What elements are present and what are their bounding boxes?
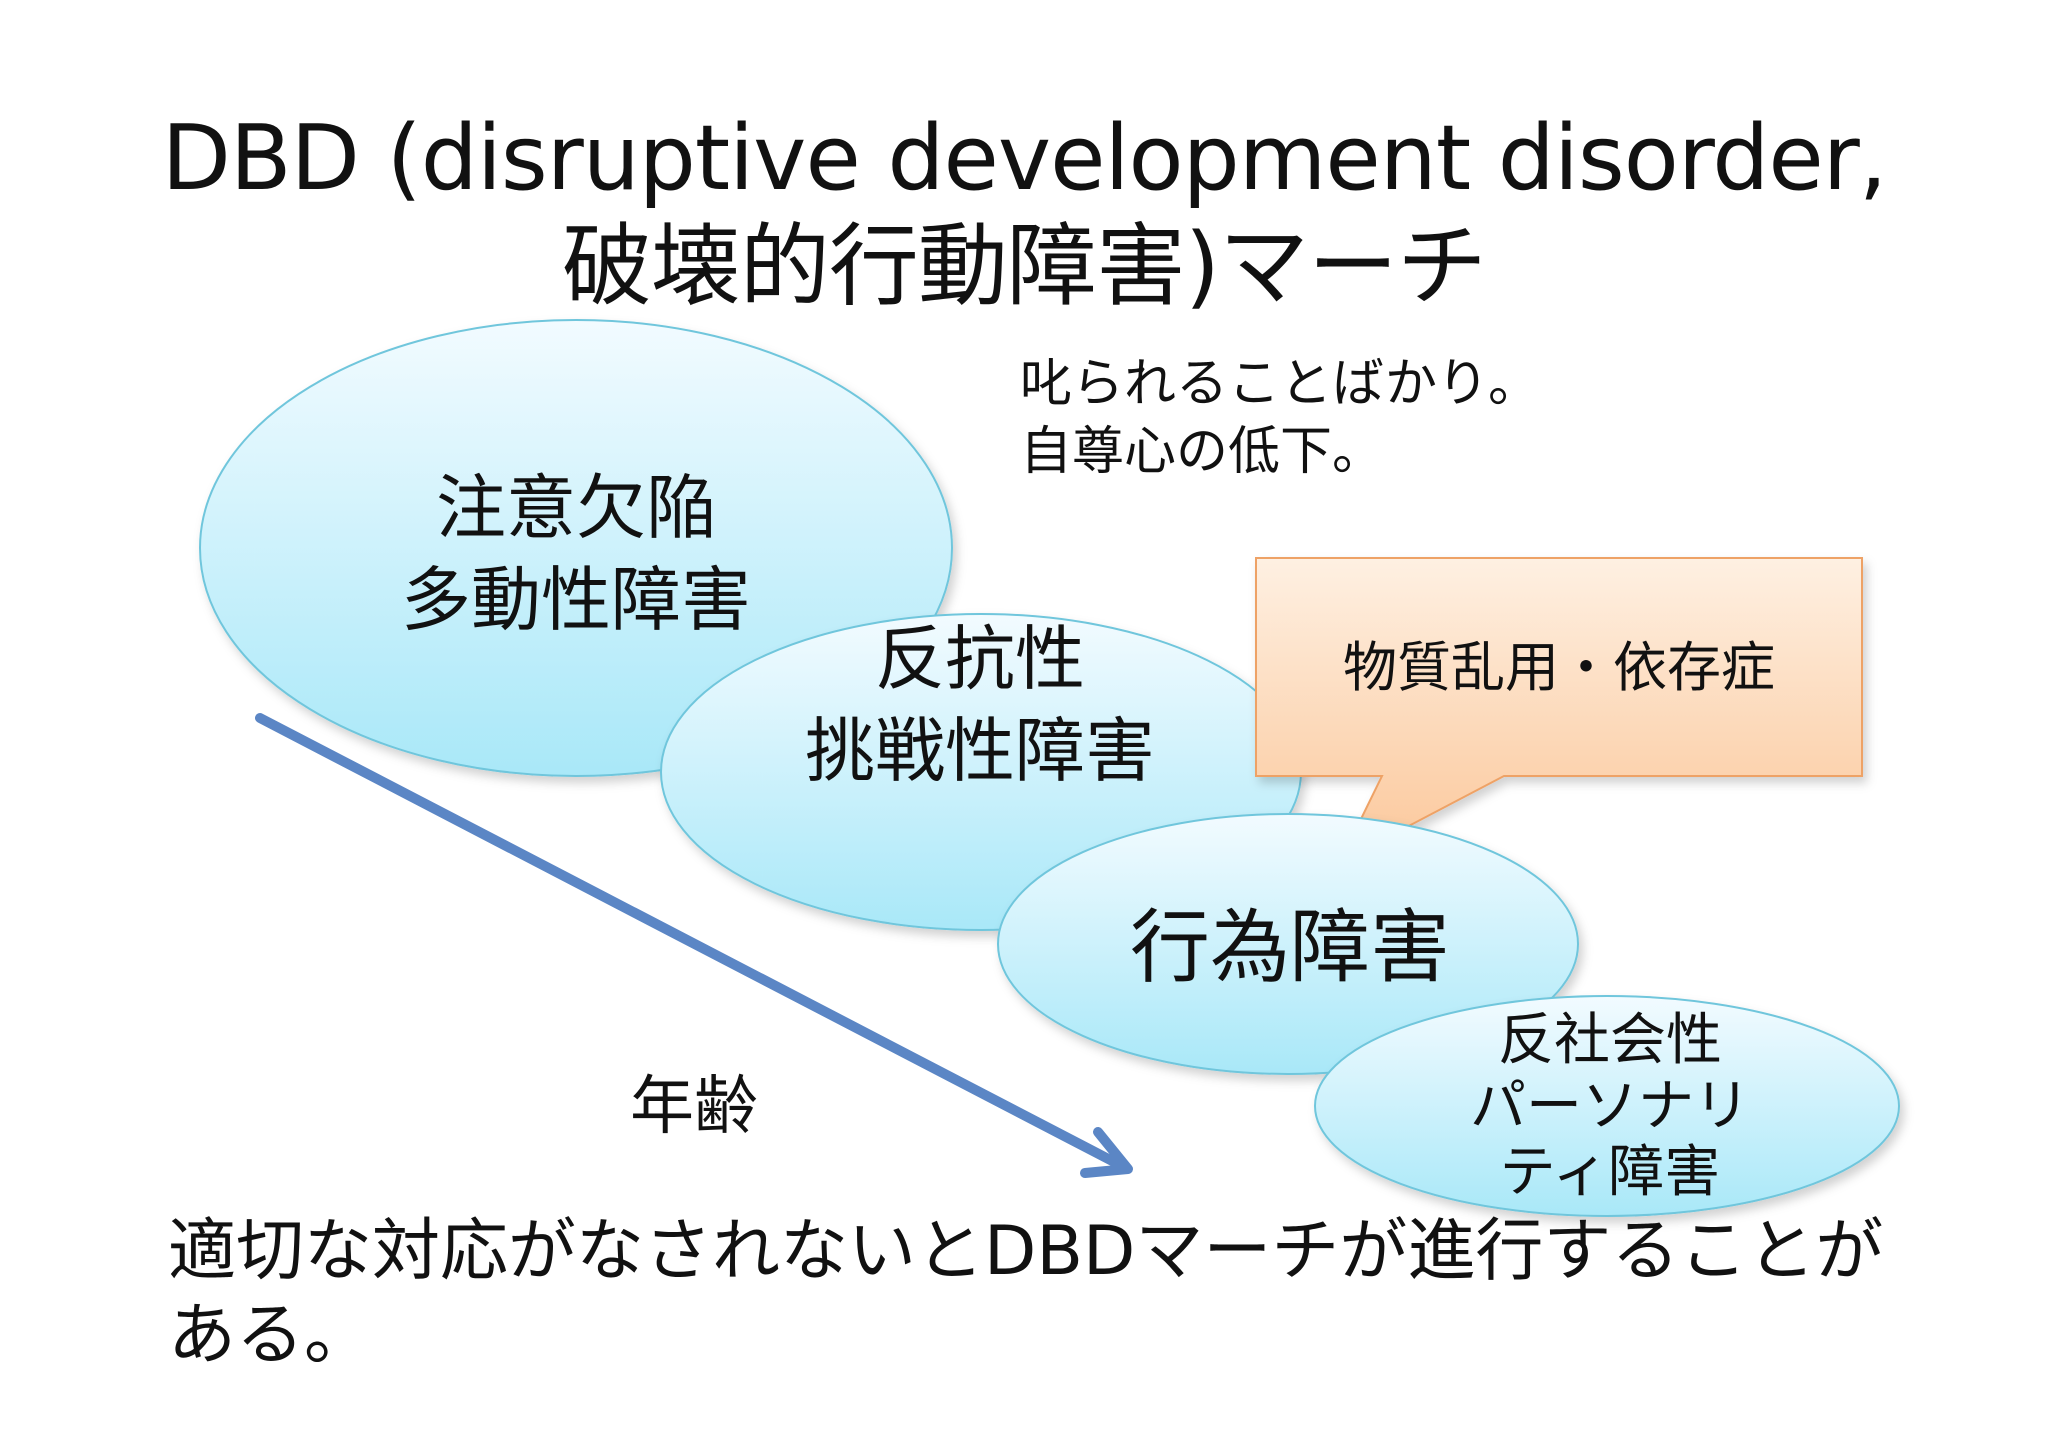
age-arrow bbox=[255, 713, 1133, 1178]
cd-label: 行為障害 bbox=[1080, 898, 1500, 998]
age-arrow-shaft bbox=[255, 713, 1123, 1169]
adhd-label-line-1: 注意欠陥 bbox=[436, 467, 716, 549]
self-esteem-note: 叱られることばかり。 自尊心の低下。 bbox=[1020, 350, 1540, 486]
conclusion-line-2: ある。 bbox=[168, 1296, 373, 1375]
cd-ellipse bbox=[997, 813, 1579, 1075]
conclusion-text: 適切な対応がなされないとDBDマーチが進行することが ある。 bbox=[168, 1210, 1908, 1378]
slide-title: DBD (disruptive development disorder, 破壊… bbox=[0, 105, 2048, 321]
odd-label-line-2: 挑戦性障害 bbox=[805, 710, 1155, 792]
adhd-label-line-2: 多動性障害 bbox=[401, 559, 751, 641]
aspd-label-line-1: 反社会性 bbox=[1498, 1008, 1722, 1073]
self-esteem-note-line-1: 叱られることばかり。 bbox=[1020, 354, 1541, 414]
substance-abuse-text: 物質乱用・依存症 bbox=[1343, 636, 1775, 699]
substance-abuse-label: 物質乱用・依存症 bbox=[1262, 634, 1856, 702]
conclusion-line-1: 適切な対応がなされないとDBDマーチが進行することが bbox=[168, 1212, 1884, 1291]
age-arrow-head bbox=[1080, 1127, 1133, 1178]
slide-title-line-1: DBD (disruptive development disorder, bbox=[161, 106, 1888, 211]
odd-label: 反抗性 挑戦性障害 bbox=[780, 613, 1180, 797]
age-label: 年齢 bbox=[630, 1070, 758, 1144]
odd-label-line-1: 反抗性 bbox=[875, 618, 1085, 700]
cd-label-line-1: 行為障害 bbox=[1130, 901, 1450, 994]
aspd-ellipse bbox=[1314, 995, 1900, 1217]
self-esteem-note-line-2: 自尊心の低下。 bbox=[1020, 422, 1385, 482]
slide-title-line-2: 破壊的行動障害)マーチ bbox=[561, 214, 1487, 319]
aspd-label-line-3: ティ障害 bbox=[1499, 1140, 1721, 1205]
aspd-label: 反社会性 パーソナリ ティ障害 bbox=[1430, 1008, 1790, 1206]
substance-abuse-callout bbox=[1255, 557, 1863, 865]
adhd-label: 注意欠陥 多動性障害 bbox=[376, 462, 776, 646]
aspd-label-line-2: パーソナリ bbox=[1470, 1074, 1750, 1139]
